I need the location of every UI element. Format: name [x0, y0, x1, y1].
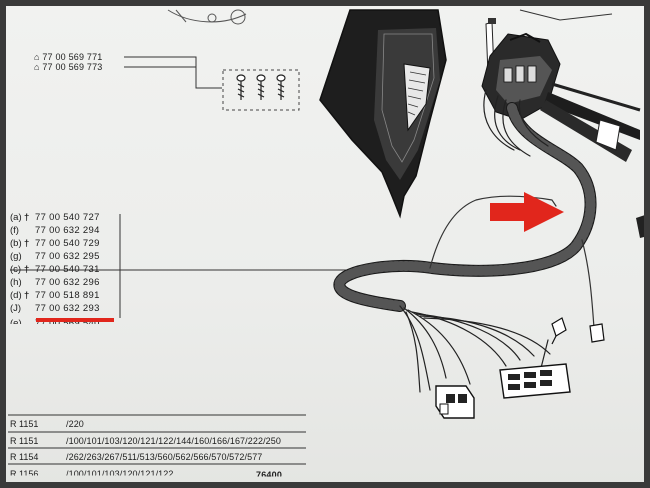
model-code: R 1151: [10, 436, 39, 446]
variant-list: /100/101/103/120/121/122: [66, 469, 174, 479]
highlight-arrow: [490, 192, 564, 232]
code-number: 77 00 632 293: [35, 303, 100, 314]
code-row: (d)† 77 00 518 891: [10, 290, 100, 301]
code-row: (h) 77 00 632 296: [10, 277, 100, 288]
top-ref-2-label: 77 00 569 773: [42, 62, 103, 72]
code-letter: (J): [10, 303, 22, 314]
column-shroud: [319, 9, 447, 219]
code-letter: (e): [10, 318, 22, 329]
connector-plug-left: [435, 385, 475, 419]
code-letter: (b): [10, 238, 22, 249]
model-code: R 1151: [10, 419, 39, 429]
switch-assembly: [481, 9, 641, 162]
application-row-cut: R 1156/100/101/103/120/121/122: [10, 469, 174, 479]
dagger-icon: †: [24, 238, 30, 249]
code-letter: (h): [10, 277, 22, 288]
code-row: (g) 77 00 632 295: [10, 251, 100, 262]
terminal-spade-left: [551, 317, 567, 345]
dagger-icon: †: [24, 290, 30, 301]
dagger-icon: †: [24, 212, 30, 223]
code-number: 77 00 632 295: [35, 251, 100, 262]
code-row: (a)† 77 00 540 727: [10, 212, 100, 223]
code-number: 77 00 540 731: [35, 264, 100, 275]
top-partial-part: [167, 9, 247, 25]
code-number: 77 00 632 294: [35, 225, 100, 236]
application-table-lines: [8, 414, 306, 465]
variant-list: /100/101/103/120/121/122/144/160/166/167…: [66, 436, 281, 446]
code-letter: (f): [10, 225, 19, 236]
highlight-underline: [36, 318, 114, 322]
top-ref-1-label: 77 00 569 771: [42, 52, 103, 62]
code-letter: (d): [10, 290, 22, 301]
connector-block-right: [499, 363, 571, 399]
application-row: R 1151/100/101/103/120/121/122/144/160/1…: [10, 436, 281, 446]
variant-list: /220: [66, 419, 84, 429]
dagger-icon: †: [24, 264, 30, 275]
code-row: (J) 77 00 632 293: [10, 303, 100, 314]
code-row: (f) 77 00 632 294: [10, 225, 100, 236]
code-number: 77 00 518 891: [35, 290, 100, 301]
top-ref-2: ⌂ 77 00 569 773: [34, 62, 103, 72]
reference-lines: [10, 56, 352, 318]
code-letter: (g): [10, 251, 22, 262]
code-row: (b)† 77 00 540 729: [10, 238, 100, 249]
footer-ref: 76400: [256, 470, 283, 480]
code-row: (c)† 77 00 540 731: [10, 264, 100, 275]
variant-list: /262/263/267/511/513/560/562/566/570/572…: [66, 452, 263, 462]
application-row: R 1151/220: [10, 419, 84, 429]
top-ref-1: ⌂ 77 00 569 771: [34, 52, 103, 62]
edge-bracket: [636, 214, 648, 238]
model-code: R 1154: [10, 452, 39, 462]
part-icon: ⌂: [34, 62, 40, 72]
code-letter: (c): [10, 264, 22, 275]
part-icon: ⌂: [34, 52, 40, 62]
code-number: 77 00 632 296: [35, 277, 100, 288]
screws-group: [222, 69, 300, 111]
application-row: R 1154/262/263/267/511/513/560/562/566/5…: [10, 452, 262, 462]
code-letter: (a): [10, 212, 22, 223]
model-code: R 1156: [10, 469, 39, 479]
code-number: 77 00 540 727: [35, 212, 100, 223]
terminal-spade-right: [589, 323, 605, 343]
code-number: 77 00 540 729: [35, 238, 100, 249]
